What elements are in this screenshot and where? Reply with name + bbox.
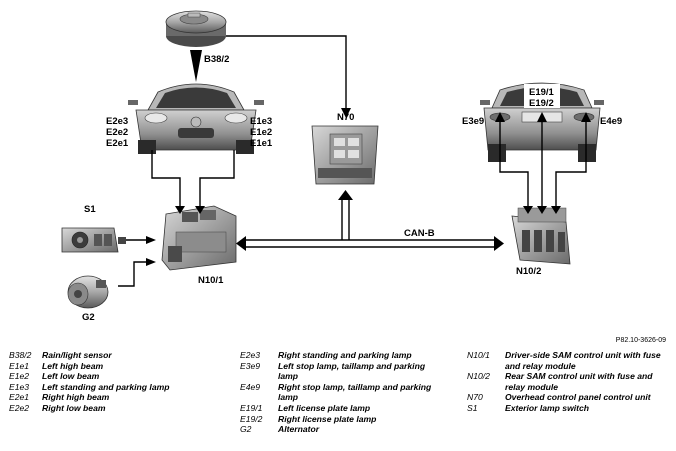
legend-code: E2e3 — [240, 350, 261, 360]
legend-code: N10/1 — [467, 350, 490, 360]
legend-code: G2 — [240, 424, 252, 435]
legend-row: S1 Exterior lamp switch — [467, 403, 672, 414]
legend-row: B38/2 Rain/light sensor — [9, 350, 219, 361]
label-n10-1: N10/1 — [198, 275, 224, 286]
label-e19-2: E19/2 — [529, 98, 554, 109]
legend-code: E2e1 — [9, 392, 30, 403]
legend-row: E2e3 Right standing and parking lamp — [240, 350, 440, 361]
legend-description: Left standing and parking lamp — [42, 381, 170, 392]
label-n10-2: N10/2 — [516, 266, 541, 277]
wiring-diagram: B38/2 E2e3 E2e2 E2e1 E1e3 E1e2 E1e1 N70 — [61, 10, 622, 323]
alternator-image — [67, 275, 109, 309]
legend-code: B38/2 — [9, 350, 32, 360]
legend-code: E3e9 — [240, 360, 261, 371]
legend-row: E19/1 Left license plate lamp — [240, 403, 440, 414]
legend-code: E4e9 — [240, 381, 261, 392]
legend-description: Left high beam — [42, 360, 104, 371]
reference-number: P82.10-3626-09 — [615, 337, 666, 344]
label-front-left-3: E2e1 — [106, 138, 129, 149]
wires — [118, 35, 587, 287]
legend-code: S1 — [467, 402, 478, 413]
label-s1: S1 — [84, 204, 96, 215]
legend-row: E19/2 Right license plate lamp — [240, 414, 440, 425]
legend-description: Right standing and parking lamp — [278, 350, 412, 360]
legend-code: E19/2 — [240, 413, 263, 424]
legend-code: E1e2 — [9, 371, 30, 382]
legend-description: Alternator — [278, 424, 320, 435]
driver-sam-control-unit-image — [161, 205, 237, 271]
legend-description: Left license plate lamp — [278, 402, 371, 413]
label-e3e9: E3e9 — [462, 116, 484, 127]
rear-sam-control-unit-image — [511, 207, 571, 265]
legend-row: N10/2 Rear SAM control unit with fuse and… — [467, 371, 672, 392]
legend-code: E1e1 — [9, 360, 30, 371]
car-front-image — [128, 83, 264, 154]
legend-code: N70 — [467, 392, 483, 403]
legend-description: Overhead control panel control unit — [505, 392, 651, 403]
label-front-right-2: E1e2 — [250, 127, 272, 138]
legend-code: E2e2 — [9, 402, 30, 413]
legend-description: Exterior lamp switch — [505, 402, 590, 413]
legend-column-3: N10/1 Driver-side SAM control unit with f… — [467, 350, 672, 414]
label-b38-2: B38/2 — [204, 54, 229, 65]
label-g2: G2 — [82, 312, 95, 323]
label-front-left-1: E2e3 — [106, 116, 128, 127]
legend-description: Right license plate lamp — [278, 413, 377, 424]
label-e4e9: E4e9 — [600, 116, 622, 127]
overhead-control-panel-image — [311, 125, 379, 185]
legend-row: E4e9 Right stop lamp, taillamp and parkin… — [240, 382, 440, 403]
legend-code: E1e3 — [9, 381, 30, 392]
legend-row: G2 Alternator — [240, 424, 440, 435]
label-n70: N70 — [337, 112, 354, 123]
legend-code: E19/1 — [240, 402, 263, 413]
label-e19-1: E19/1 — [529, 87, 555, 98]
label-front-right-3: E1e1 — [250, 138, 273, 149]
legend-description: Right low beam — [42, 402, 106, 413]
legend-row: N10/1 Driver-side SAM control unit with f… — [467, 350, 672, 371]
exterior-lamp-switch-image — [61, 227, 126, 253]
legend-description: Rain/light sensor — [42, 350, 112, 360]
legend-description: Left low beam — [42, 371, 100, 382]
legend-code: N10/2 — [467, 371, 490, 382]
legend-description: Right stop lamp, taillamp and parking la… — [278, 381, 432, 403]
label-front-left-2: E2e2 — [106, 127, 128, 138]
label-front-right-1: E1e3 — [250, 116, 272, 127]
legend-row: E2e2 Right low beam — [9, 403, 219, 414]
legend-row: E2e1 Right high beam — [9, 392, 219, 403]
legend-description: Right high beam — [42, 392, 110, 403]
legend-row: E1e3 Left standing and parking lamp — [9, 382, 219, 393]
legend-description: Driver-side SAM control unit with fuse a… — [505, 350, 661, 371]
legend-description: Left stop lamp, taillamp and parking lam… — [278, 360, 426, 382]
wire-arrowheads — [146, 108, 591, 266]
legend-description: Rear SAM control unit with fuse and rela… — [505, 371, 653, 392]
legend-row: E1e2 Left low beam — [9, 371, 219, 382]
b38-2-pointer — [190, 50, 202, 82]
legend-row: E1e1 Left high beam — [9, 361, 219, 372]
legend-row: E3e9 Left stop lamp, taillamp and parking… — [240, 361, 440, 382]
rain-light-sensor-image — [165, 10, 227, 47]
label-can-b: CAN-B — [404, 228, 435, 239]
legend-row: N70 Overhead control panel control unit — [467, 392, 672, 403]
